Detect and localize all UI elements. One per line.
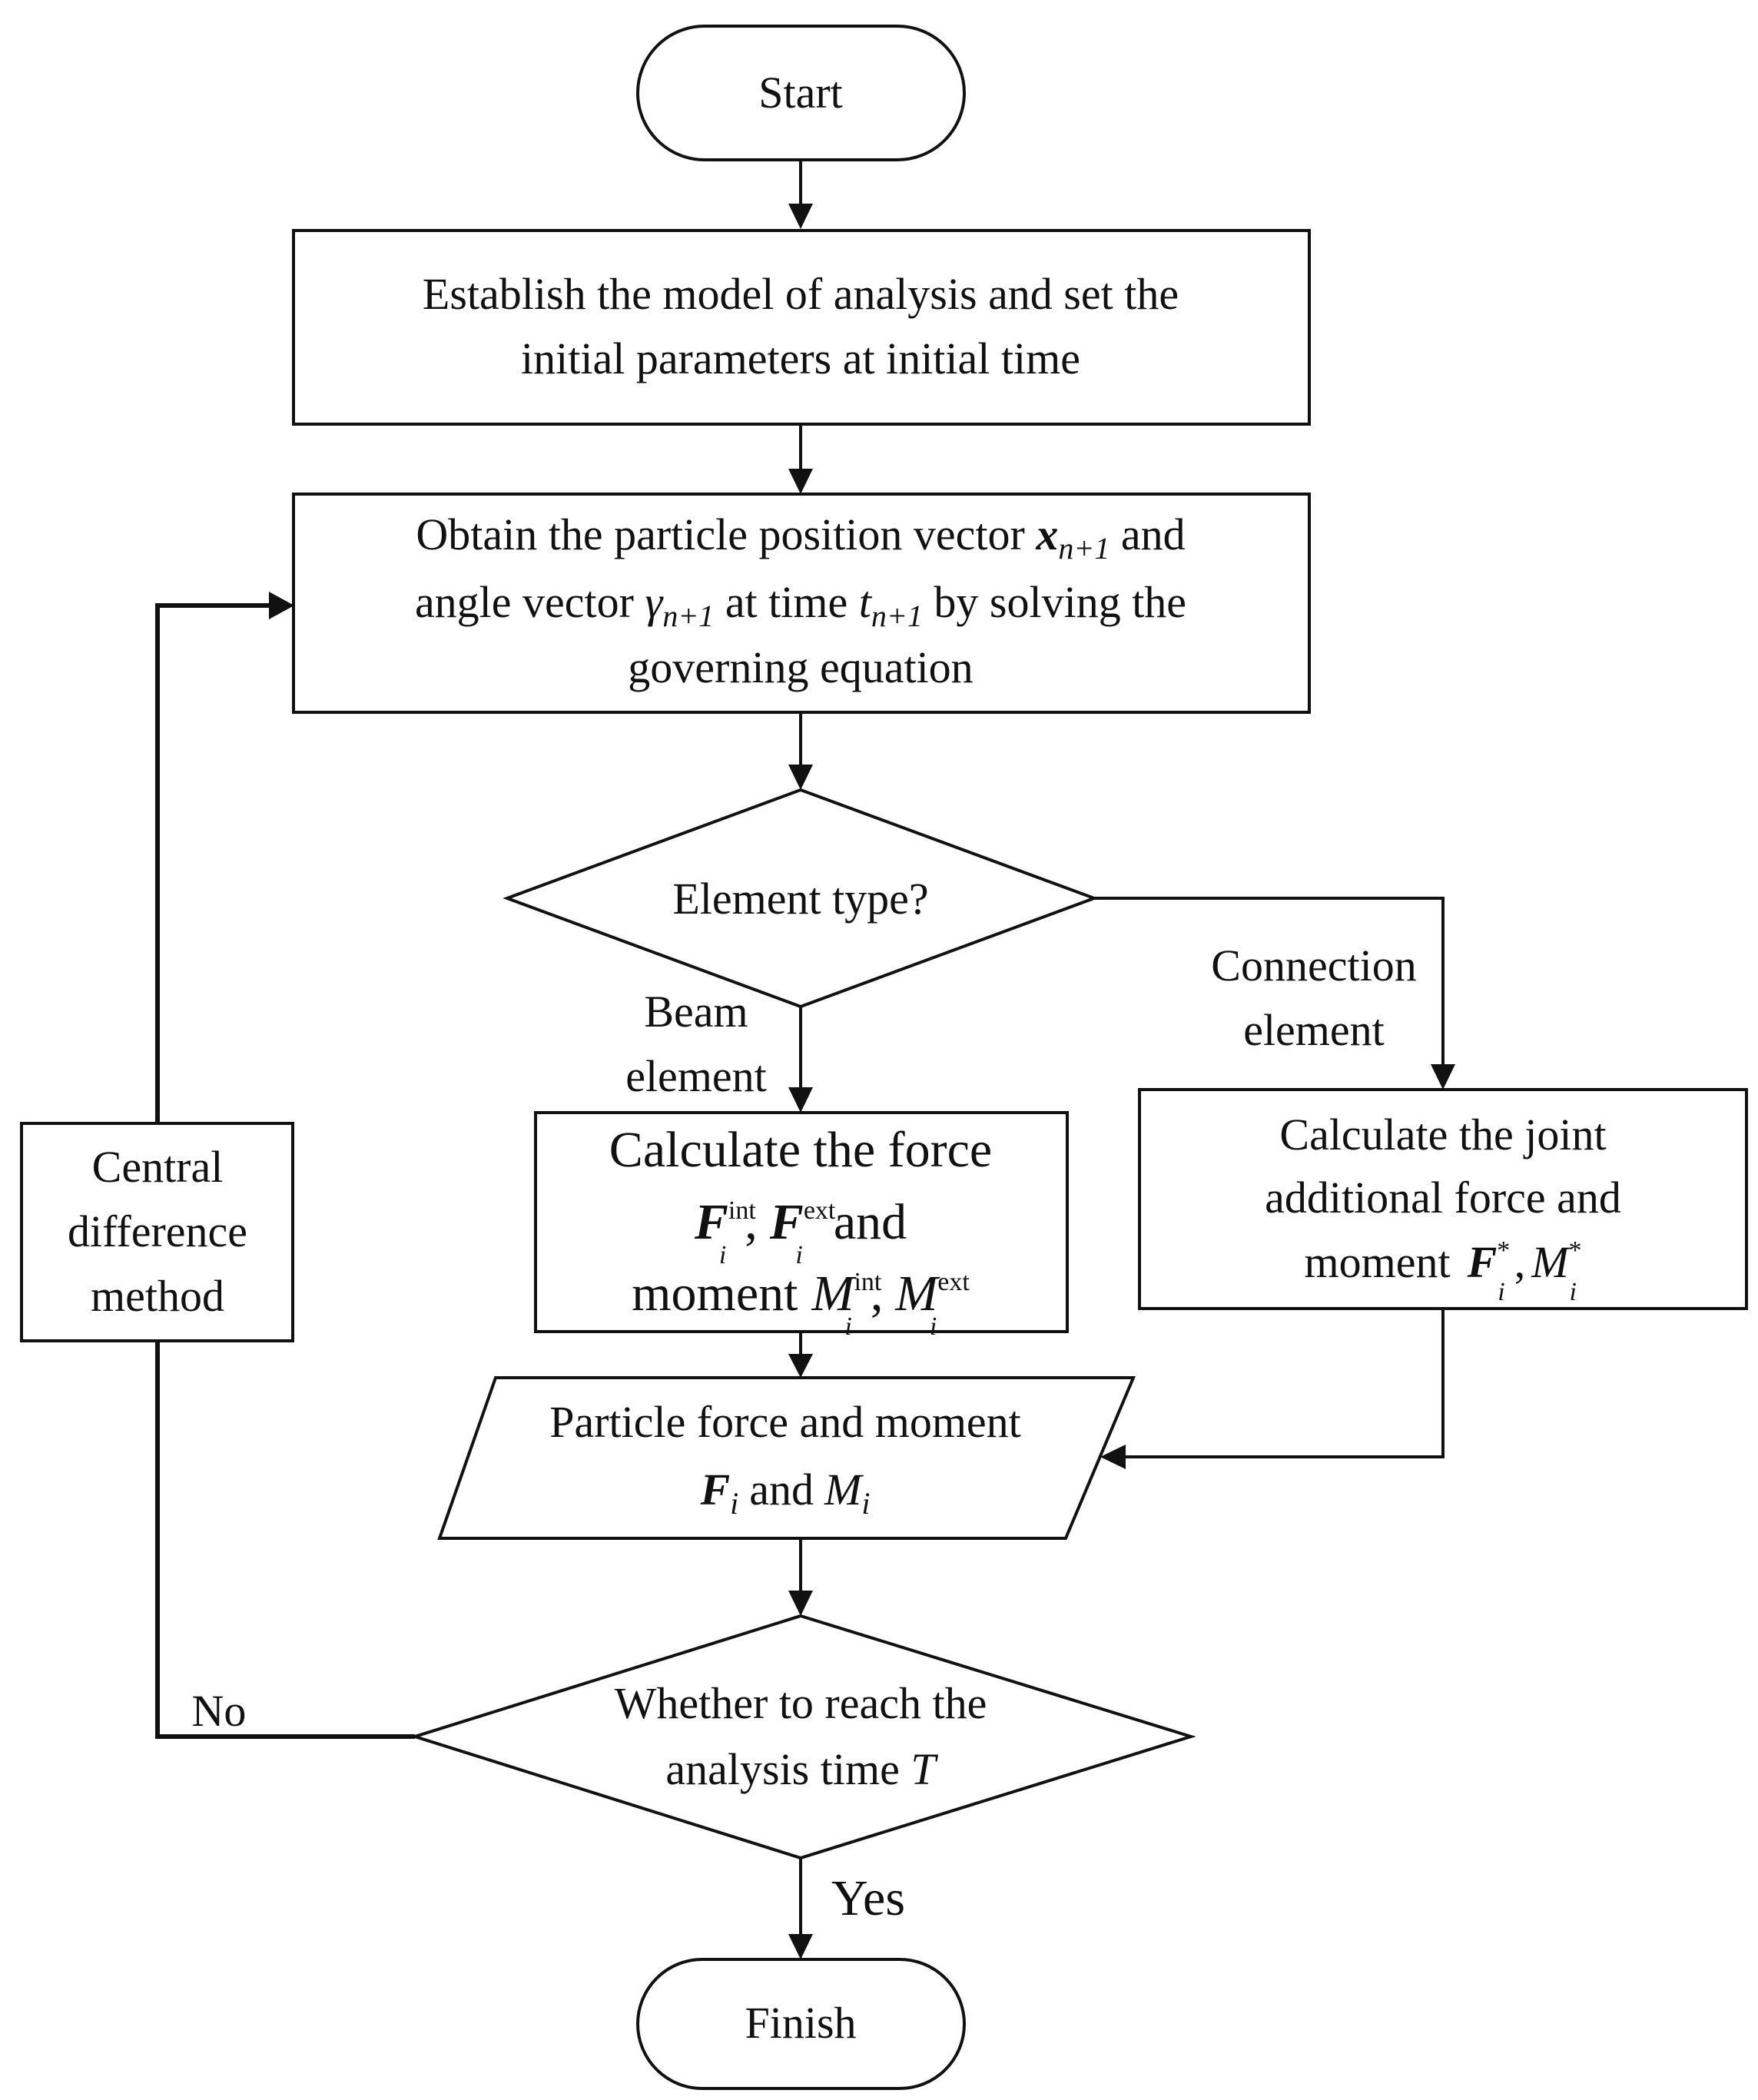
force-comma: , <box>745 1194 758 1250</box>
arrowhead-beam-calc <box>788 1087 813 1113</box>
angle-vector-subscript: n+1 <box>662 599 714 633</box>
particle-moment-subscript: i <box>861 1486 870 1521</box>
arrowhead-joint-calc <box>1431 1064 1455 1090</box>
edge-element-type-to-joint <box>1094 897 1445 1068</box>
analysis-time-symbol: T <box>911 1744 938 1794</box>
joint-moment-word: moment <box>1304 1237 1450 1287</box>
arrowhead-element-type <box>788 765 813 790</box>
moment-comma: , <box>871 1266 884 1322</box>
start-label: Start <box>758 68 843 118</box>
arrowhead-particle-side <box>1100 1445 1126 1469</box>
element-type-label: Element type? <box>672 874 928 924</box>
edge-no-loop-lower <box>155 1341 415 1739</box>
reach-line-2: analysis time T <box>665 1744 938 1794</box>
edge-no-loop-upper <box>155 603 273 1123</box>
arrowhead-establish <box>788 204 813 229</box>
joint-moment-symbol: M <box>1531 1237 1571 1287</box>
joint-comma: , <box>1514 1237 1526 1287</box>
obtain-line-3: governing equation <box>628 642 973 692</box>
beam-calc-line-1: Calculate the force <box>609 1122 992 1178</box>
edges <box>155 161 1455 1959</box>
joint-force-subscript: i <box>1498 1278 1504 1306</box>
time-symbol: t <box>859 577 873 627</box>
internal-force-symbol: F <box>694 1194 728 1250</box>
obtain-line-2-end: by solving the <box>923 577 1186 627</box>
finish-label: Finish <box>745 1998 856 2048</box>
beam-edge-label-1: Beam <box>644 987 748 1037</box>
no-edge-label: No <box>192 1686 247 1736</box>
central-line-3: method <box>91 1271 224 1321</box>
central-difference-node: Central difference method <box>20 1122 294 1342</box>
moment-word: moment <box>632 1266 798 1322</box>
joint-calc-line-2: additional force and <box>1265 1173 1621 1223</box>
establish-line-2: initial parameters at initial time <box>521 333 1080 383</box>
angle-vector-symbol: γ <box>645 577 664 627</box>
external-force-subscript: i <box>795 1241 802 1269</box>
obtain-node: Obtain the particle position vector xn+1… <box>292 493 1311 714</box>
obtain-line-1-end: and <box>1110 509 1185 559</box>
edge-joint-to-particle <box>1122 1310 1445 1458</box>
particle-moment-symbol: M <box>824 1465 864 1514</box>
external-force-superscript: ext <box>804 1196 836 1225</box>
beam-edge-label-2: element <box>625 1051 767 1101</box>
arrowhead-loop-obtain <box>269 592 294 619</box>
internal-moment-subscript: i <box>844 1312 851 1341</box>
particle-force-symbol: F <box>699 1465 730 1514</box>
arrowhead-reach <box>788 1591 813 1616</box>
establish-node: Establish the model of analysis and set … <box>292 229 1311 426</box>
joint-force-symbol: F <box>1467 1237 1498 1287</box>
internal-force-subscript: i <box>719 1241 726 1269</box>
obtain-line-2: angle vector γn+1 at time tn+1 by solvin… <box>415 577 1186 633</box>
element-type-decision: Element type? <box>503 788 1099 1009</box>
joint-force-superscript: * <box>1497 1236 1510 1265</box>
reach-decision: Whether to reach the analysis time T <box>410 1614 1196 1860</box>
central-line-2: difference <box>68 1206 247 1256</box>
reach-line-1: Whether to reach the <box>615 1678 987 1728</box>
start-node: Start <box>636 25 966 161</box>
force-and: and <box>834 1194 907 1250</box>
obtain-line-1: Obtain the particle position vector xn+1… <box>416 509 1185 566</box>
internal-moment-superscript: int <box>854 1268 881 1296</box>
particle-force-subscript: i <box>730 1486 738 1521</box>
joint-calc-line-1: Calculate the joint <box>1279 1110 1606 1159</box>
position-vector-subscript: n+1 <box>1058 531 1110 566</box>
external-moment-subscript: i <box>930 1312 937 1341</box>
connection-edge-label-2: element <box>1243 1005 1385 1055</box>
reach-line-2-text: analysis time <box>665 1744 911 1794</box>
central-line-1: Central <box>92 1142 224 1192</box>
obtain-line-2-text: angle vector <box>415 577 645 627</box>
particle-and: and <box>749 1465 814 1514</box>
internal-moment-symbol: M <box>811 1266 857 1322</box>
external-force-symbol: F <box>769 1194 804 1250</box>
obtain-line-2-time: at time <box>714 577 858 627</box>
obtain-line-1-text: Obtain the particle position vector <box>416 509 1036 559</box>
arrowhead-particle-top <box>788 1354 813 1378</box>
establish-line-1: Establish the model of analysis and set … <box>423 269 1179 319</box>
position-vector-symbol: x <box>1035 509 1058 559</box>
arrowhead-finish <box>788 1934 813 1959</box>
time-subscript: n+1 <box>871 599 923 633</box>
yes-edge-label: Yes <box>831 1870 905 1926</box>
finish-node: Finish <box>636 1958 966 2090</box>
edge-labels: Beam element Connection element No Yes <box>192 941 1417 1926</box>
joint-calc-node: Calculate the joint additional force and… <box>1138 1088 1748 1310</box>
arrowhead-obtain <box>788 469 813 494</box>
internal-force-superscript: int <box>728 1196 756 1225</box>
external-moment-symbol: M <box>894 1266 940 1322</box>
joint-moment-subscript: i <box>1570 1278 1577 1306</box>
external-moment-superscript: ext <box>937 1268 970 1296</box>
particle-line-1: Particle force and moment <box>549 1397 1021 1447</box>
connection-edge-label-1: Connection <box>1211 941 1416 990</box>
joint-moment-superscript: * <box>1569 1236 1582 1265</box>
